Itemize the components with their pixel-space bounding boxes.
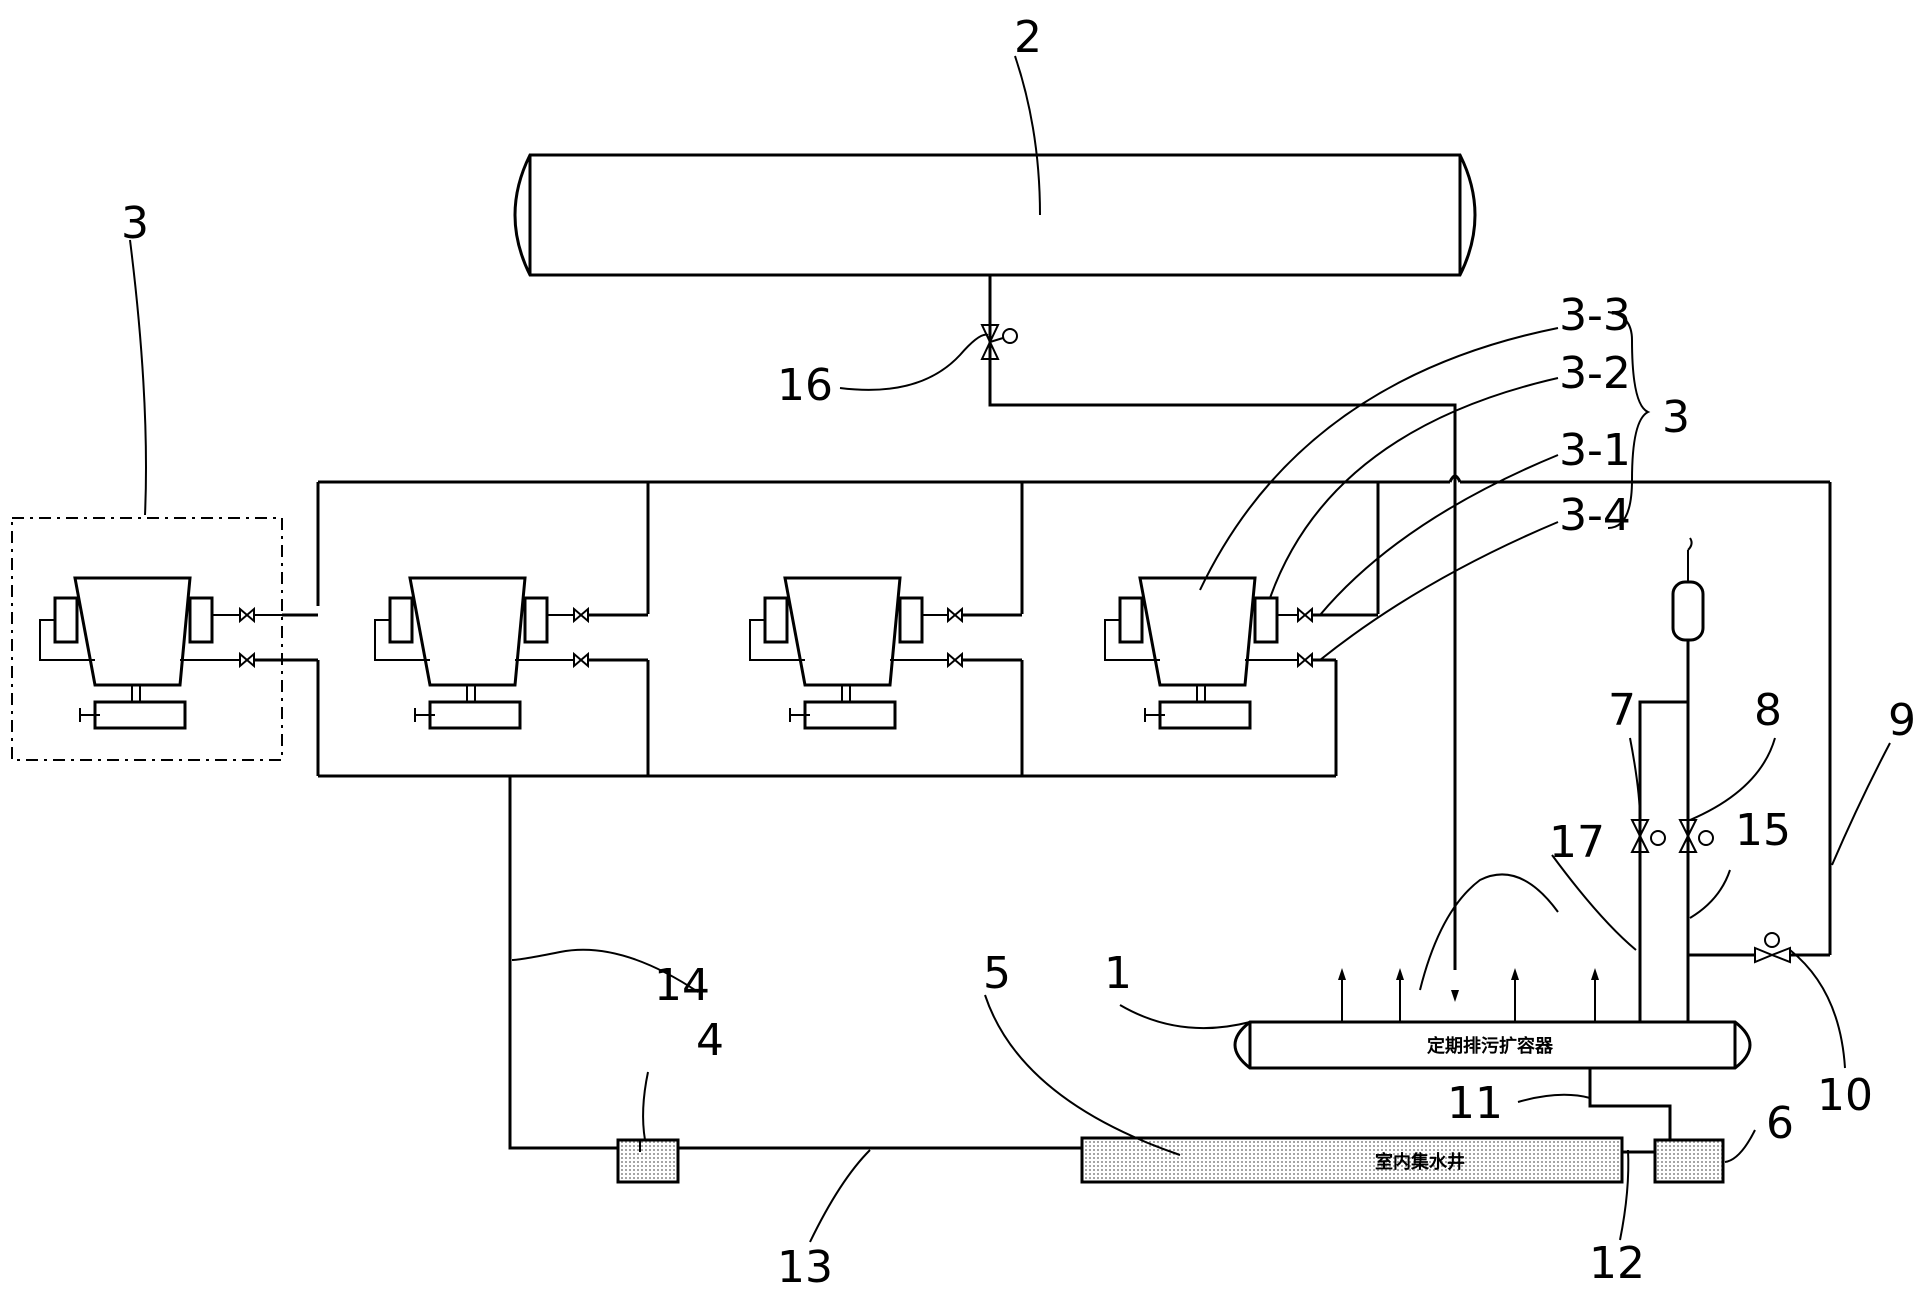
indoor-sump-5: 室内集水井 (1080, 1136, 1624, 1184)
label-16: 16 (777, 360, 833, 411)
sump-4 (616, 1138, 680, 1184)
label-3-left: 3 (121, 198, 149, 249)
leader-lines (129, 55, 1891, 1243)
sump-6 (1653, 1138, 1725, 1184)
boiler-unit-3 (749, 576, 1022, 730)
label-8: 8 (1754, 685, 1782, 736)
label-9: 9 (1888, 695, 1916, 746)
number-labels: 2 3 16 3-3 3-2 3 3-1 3-4 7 8 9 17 15 14 … (121, 12, 1916, 1293)
label-3-4: 3-4 (1559, 490, 1631, 541)
label-6: 6 (1766, 1098, 1794, 1149)
label-3-right: 3 (1662, 392, 1690, 443)
label-14: 14 (654, 960, 710, 1011)
flash-tank-1: 定期排污扩容器 (1233, 1020, 1752, 1070)
label-3-1: 3-1 (1559, 425, 1631, 476)
label-17: 17 (1549, 817, 1605, 868)
label-3-2: 3-2 (1559, 348, 1631, 399)
boiler-unit-4 (1104, 576, 1378, 730)
silencer-icon (1671, 537, 1705, 642)
label-12: 12 (1589, 1238, 1645, 1289)
label-4: 4 (696, 1015, 724, 1066)
label-11: 11 (1447, 1078, 1503, 1129)
boiler-unit-1 (11, 517, 318, 761)
top-header-pipe (316, 474, 1832, 955)
label-5: 5 (983, 948, 1011, 999)
label-3-3: 3-3 (1559, 290, 1631, 341)
valve-16-icon (980, 324, 1018, 360)
flash-tank-label: 定期排污扩容器 (1427, 1035, 1554, 1057)
steam-drum-tank (513, 153, 1477, 277)
valve-8-icon (1678, 819, 1714, 853)
label-10: 10 (1817, 1070, 1873, 1121)
label-13: 13 (777, 1242, 833, 1293)
label-2: 2 (1014, 12, 1042, 63)
pipe-16 (988, 275, 1457, 970)
pipe-11 (1588, 1068, 1672, 1140)
label-1: 1 (1104, 948, 1132, 999)
pipe-14 (508, 776, 620, 1150)
vent-arrows (1338, 968, 1599, 1022)
boiler-unit-2 (374, 576, 648, 730)
label-7: 7 (1608, 685, 1636, 736)
valve-10-icon (1754, 932, 1791, 964)
valve-7-icon (1630, 819, 1666, 853)
pipe-17 (1638, 700, 1688, 1022)
indoor-sump-label: 室内集水井 (1375, 1151, 1465, 1173)
bottom-header-pipe (316, 660, 1338, 778)
label-15: 15 (1735, 805, 1791, 856)
